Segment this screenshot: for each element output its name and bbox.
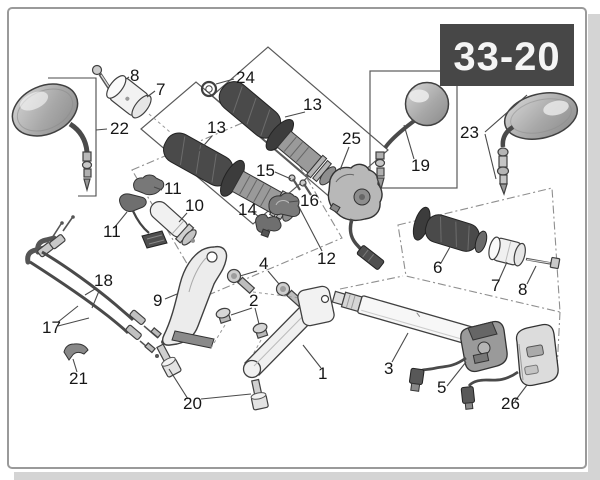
callout-13-right: 13 <box>303 95 322 114</box>
callout-15: 15 <box>256 161 275 180</box>
callout-5: 5 <box>437 378 446 397</box>
callout-13-left: 13 <box>207 118 226 137</box>
callout-4: 4 <box>259 254 268 273</box>
box-grip-right <box>211 46 389 200</box>
part-switchgear-right <box>460 323 559 410</box>
callout-16: 16 <box>300 191 319 210</box>
part-switch-clamp-upper <box>133 174 165 196</box>
part-throttle-housing <box>327 146 385 270</box>
callout-8-right: 8 <box>518 280 527 299</box>
callout-6: 6 <box>433 258 442 277</box>
part-screws-2 <box>210 307 269 361</box>
callout-9: 9 <box>153 291 162 310</box>
callout-11-upper: 11 <box>164 179 182 198</box>
callout-8-left: 8 <box>130 66 139 85</box>
page-code-badge: 33-20 <box>440 24 574 86</box>
box-grip-left <box>140 81 309 225</box>
box-small-parts <box>131 111 343 297</box>
part-left-bar-end-weight <box>106 75 171 133</box>
callout-14: 14 <box>238 200 257 219</box>
box-extension-line2 <box>339 275 404 290</box>
callout-19: 19 <box>411 156 430 175</box>
callout-12: 12 <box>317 249 336 268</box>
part-round-mirror <box>374 81 450 191</box>
part-right-grip <box>218 81 337 186</box>
part-lever-pivot <box>268 192 301 217</box>
callout-3: 3 <box>384 359 393 378</box>
part-switch-clamp-lower <box>113 193 168 249</box>
callout-20: 20 <box>183 394 202 413</box>
callout-21: 21 <box>69 369 88 388</box>
part-throttle-cables <box>25 215 165 358</box>
part-cable-clamp <box>251 210 282 238</box>
leader-12 <box>297 204 323 252</box>
part-switchgear-left <box>408 320 508 392</box>
part-cable-guide <box>63 343 89 373</box>
part-lever-screws <box>274 171 312 196</box>
callout-10: 10 <box>185 196 204 215</box>
callout-2: 2 <box>249 291 258 310</box>
group-boxes <box>131 46 561 371</box>
shadow-right <box>588 14 600 480</box>
callout-7-left: 7 <box>156 80 165 99</box>
part-right-weight-bolt <box>525 256 561 285</box>
part-right-mirror <box>484 92 579 196</box>
callout-25: 25 <box>342 129 361 148</box>
part-left-mirror <box>11 77 108 197</box>
callout-24: 24 <box>236 68 255 87</box>
shadow-bottom <box>14 472 600 480</box>
page-frame <box>7 7 587 469</box>
callout-17: 17 <box>42 318 61 337</box>
callout-23: 23 <box>460 123 479 142</box>
part-washer <box>200 78 235 98</box>
part-handlebar-mount <box>242 285 335 379</box>
part-grip-weight <box>149 201 197 246</box>
page-code-text: 33-20 <box>453 35 560 79</box>
page-code-box <box>440 24 574 86</box>
box-mirror-19 <box>369 70 458 189</box>
part-mount-bolts <box>156 343 269 411</box>
callout-1: 1 <box>318 364 327 383</box>
callout-7-right: 7 <box>491 276 500 295</box>
callout-11-lower: 11 <box>103 222 121 241</box>
callout-22: 22 <box>110 119 129 138</box>
part-right-twist-grip <box>412 206 488 264</box>
callout-18: 18 <box>94 271 113 290</box>
callout-labels: 1 2 3 4 5 6 7 7 8 8 9 10 11 11 12 13 13 … <box>42 66 527 413</box>
part-right-weight <box>488 236 526 281</box>
callout-26: 26 <box>501 394 520 413</box>
